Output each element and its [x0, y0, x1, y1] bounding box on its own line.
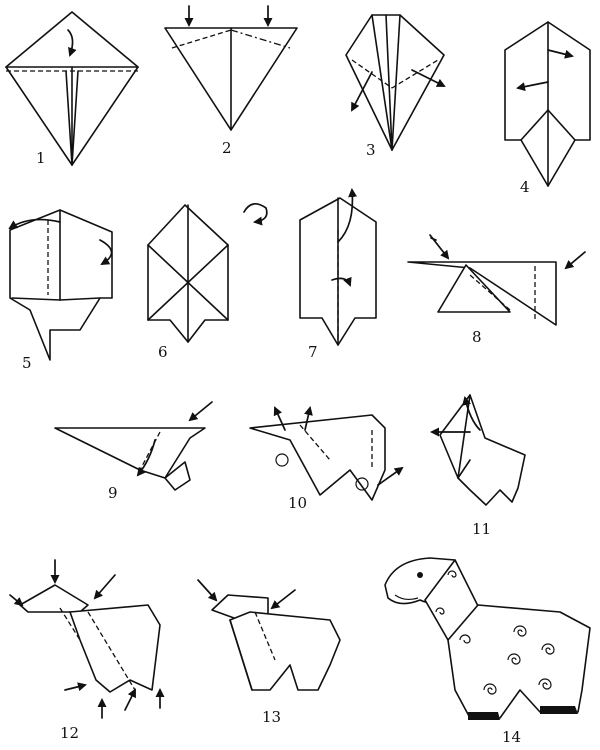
- step-13-number: 13: [262, 708, 281, 726]
- step-10-number: 10: [288, 494, 307, 512]
- step-13-body: [229, 611, 341, 691]
- step-14: 14: [384, 557, 591, 746]
- step-3-number: 3: [366, 141, 376, 159]
- step-14-number: 14: [502, 728, 521, 746]
- step-3-kite: [345, 14, 445, 151]
- step-1: 1: [5, 11, 139, 167]
- step-14-body: [447, 604, 591, 719]
- step-6: 6: [147, 203, 268, 361]
- step-9-number: 9: [108, 484, 118, 502]
- step-9: 9: [54, 401, 213, 502]
- step-1-fold-arrow: [67, 29, 77, 57]
- step-4-number: 4: [520, 178, 530, 196]
- step-7: 7: [299, 188, 377, 361]
- step-12-body: [69, 604, 161, 693]
- step-6-number: 6: [158, 343, 168, 361]
- step-2-number: 2: [222, 139, 232, 157]
- step-13: 13: [197, 579, 341, 726]
- step-14-hoof-back: [540, 706, 578, 714]
- step-11: 11: [430, 394, 526, 538]
- step-11-shape: [439, 394, 526, 506]
- step-8-shape: [407, 261, 557, 326]
- step-11-number: 11: [472, 520, 491, 538]
- step-5-shape: [9, 209, 113, 361]
- step-4: 4: [504, 21, 591, 196]
- step-10: 10: [249, 406, 404, 512]
- step-12: 12: [9, 559, 165, 742]
- step-3: 3: [345, 14, 446, 159]
- step-14-hoof-front: [468, 712, 500, 720]
- step-8: 8: [407, 234, 586, 346]
- step-8-number: 8: [472, 328, 482, 346]
- step-10-shape: [249, 414, 386, 501]
- step-1-number: 1: [36, 149, 46, 167]
- step-12-head: [19, 584, 89, 613]
- step-5-number: 5: [22, 354, 32, 372]
- step-5: 5: [8, 209, 113, 372]
- step-9-shape: [54, 427, 206, 479]
- step-12-number: 12: [60, 724, 79, 742]
- step-2: 2: [164, 5, 298, 157]
- step-7-number: 7: [308, 343, 318, 361]
